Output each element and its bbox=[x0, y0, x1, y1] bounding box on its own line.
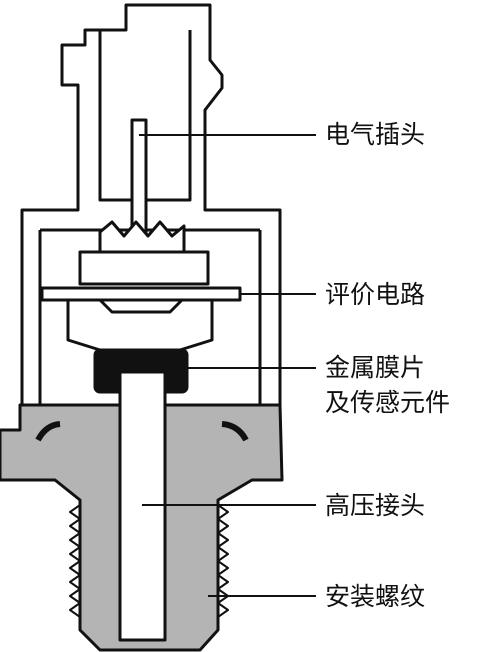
label-connector: 高压接头 bbox=[325, 491, 426, 520]
label-circuit: 评价电路 bbox=[325, 280, 426, 309]
label-diaphragm-line2: 及传感元件 bbox=[325, 388, 451, 417]
circuit-board bbox=[78, 250, 210, 286]
label-plug: 电气插头 bbox=[325, 120, 426, 149]
seal-ring-left bbox=[35, 421, 61, 442]
label-thread: 安装螺纹 bbox=[325, 582, 426, 611]
circuit-carrier bbox=[40, 286, 242, 302]
circuit-mount bbox=[66, 298, 214, 352]
mounting-thread-left bbox=[69, 504, 81, 618]
mounting-thread-right bbox=[217, 504, 229, 618]
label-diaphragm-line1: 金属膜片 bbox=[325, 353, 426, 382]
seal-ring-right bbox=[221, 421, 249, 442]
